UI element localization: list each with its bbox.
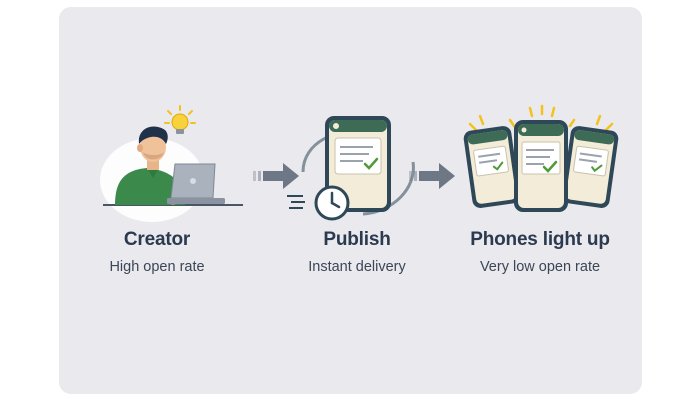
stage-subtitle: Instant delivery — [308, 259, 406, 275]
diagram-card: Creator High open rate — [59, 7, 642, 394]
phones-light-up-icon — [463, 104, 619, 212]
lightbulb-icon — [164, 105, 196, 134]
stage-subtitle: Very low open rate — [479, 259, 601, 275]
stage-title: Publish — [323, 229, 391, 250]
stage-creator: Creator High open rate — [67, 7, 247, 394]
stage-title: Creator — [123, 229, 191, 250]
stage-phones-light-up: Phones light up Very low open rate — [450, 7, 630, 394]
arrow-right-icon — [409, 163, 455, 189]
arrow-right-icon — [253, 163, 299, 189]
phone-icon — [287, 116, 415, 216]
stage-subtitle: High open rate — [109, 259, 205, 275]
stage-title: Phones light up — [470, 229, 610, 250]
person-at-laptop-icon — [100, 126, 243, 222]
stage-publish: Publish Instant delivery — [267, 7, 447, 394]
clock-icon — [314, 185, 350, 221]
